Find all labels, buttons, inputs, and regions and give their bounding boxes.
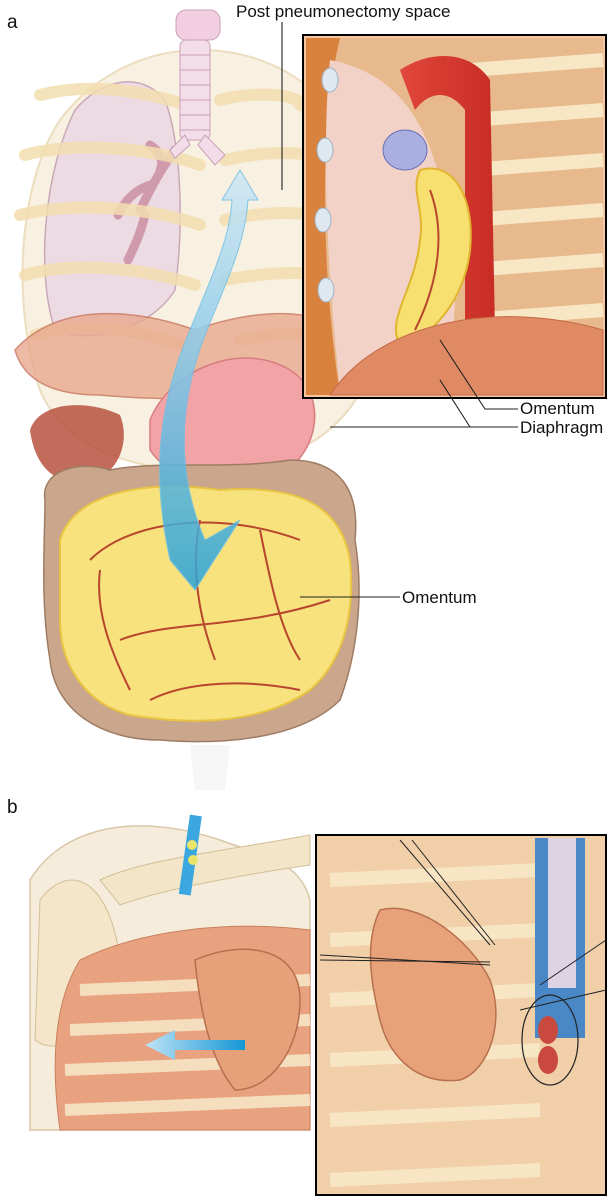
inset-b-thoracic [315, 834, 607, 1196]
liver [30, 405, 124, 483]
label-omentum-main: Omentum [402, 588, 477, 607]
clavicle [99, 834, 311, 906]
arrow-b [145, 1030, 245, 1060]
aorta [400, 56, 495, 331]
label-post-pneumonectomy-space: Post pneumonectomy space [236, 2, 451, 21]
inset-b-muscle-flap [369, 907, 497, 1082]
instrument [178, 814, 202, 896]
transposition-arrow [159, 169, 259, 591]
inset-a-thoracic [302, 34, 607, 399]
panel-b-chest-wall [29, 814, 311, 1131]
muscle-flap [194, 948, 301, 1091]
trachea [169, 9, 226, 166]
bronchial-stump [382, 129, 428, 171]
panel-letter-b: b [7, 797, 18, 818]
label-diaphragm: Diaphragm [520, 418, 604, 437]
panel-a-torso [14, 9, 381, 790]
leader-lines-a [281, 22, 518, 598]
label-omentum-inset: Omentum [520, 399, 595, 418]
panel-letter-a: a [7, 12, 18, 33]
